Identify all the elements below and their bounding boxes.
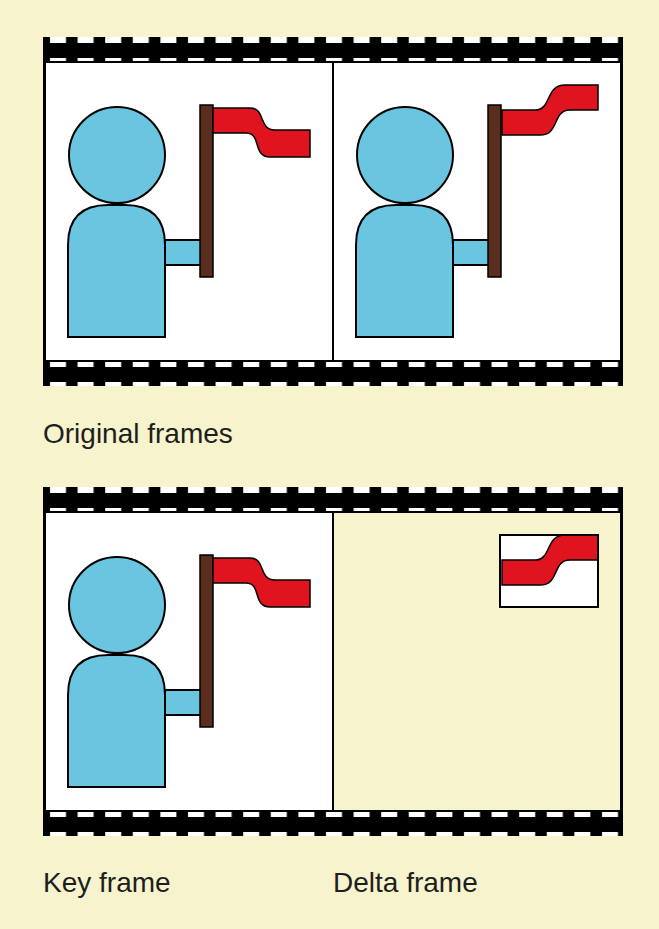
- compressed-strip: [43, 487, 623, 836]
- original-strip: [43, 37, 623, 386]
- caption-label: Original frames: [43, 417, 233, 451]
- caption-label: Delta frame: [333, 866, 478, 900]
- delta-patch: [500, 535, 598, 607]
- caption-label: Key frame: [43, 866, 171, 900]
